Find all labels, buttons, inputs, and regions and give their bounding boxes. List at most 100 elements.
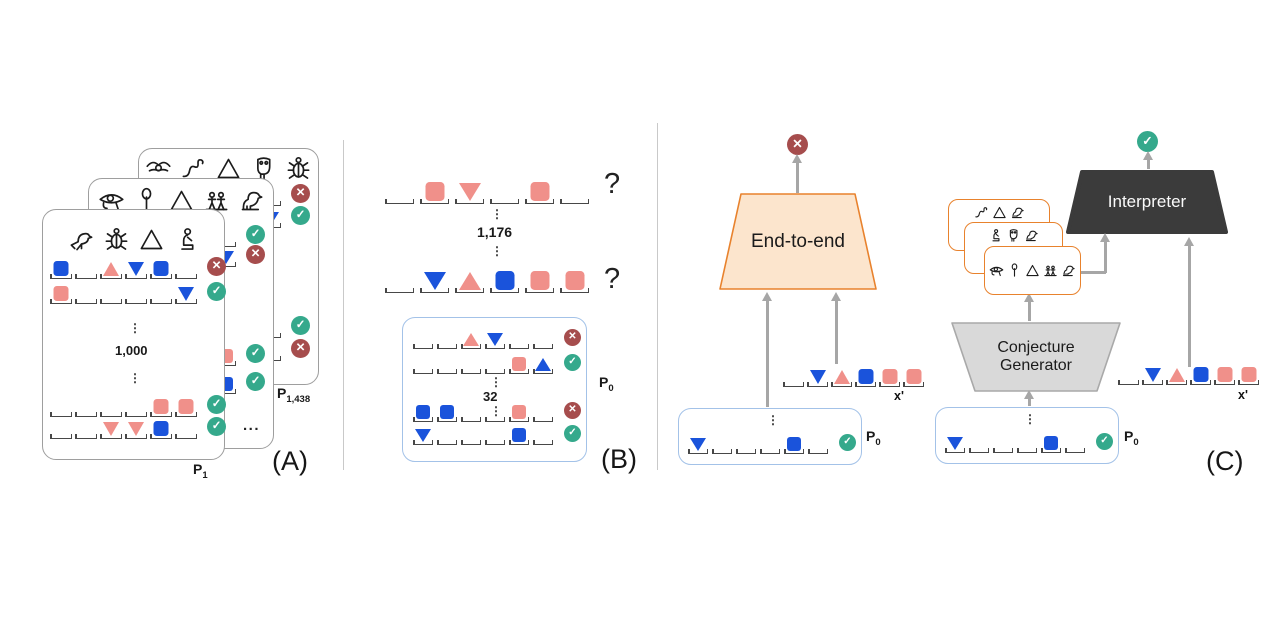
vertical-ellipsis: ⋮ [1024,412,1036,426]
slot [485,325,505,349]
slot [533,398,553,422]
p0-box-left: ⋮ ✓ [678,408,862,465]
slot [437,350,457,374]
puzzle-card-p1: ✕ ✓ ⋮ 1,000 ⋮ ✓ ✓ [42,209,226,460]
slot [1017,429,1037,453]
slot [455,175,484,204]
check-badge: ✓ [564,425,581,442]
shape-psq [530,181,549,201]
shape-bsq [858,368,873,384]
example-row: ✓ [50,279,226,304]
output-arrow [1143,151,1152,169]
shape-btd [809,369,826,384]
check-badge: ✓ [291,206,310,225]
slot [993,429,1013,453]
shape-psq [178,398,194,414]
p0-box-right: ⋮ ✓ [935,407,1119,464]
slot [50,392,72,417]
slot [75,254,97,279]
shape-btd [487,332,503,346]
slot [385,175,414,204]
hieroglyph-falcon-icon [1010,205,1025,220]
generator-input-arrow [1024,390,1033,406]
input-arrow-x [1184,237,1193,367]
slot [420,175,449,204]
shape-psq [906,368,921,384]
slot [533,325,553,349]
shape-btd [423,271,446,290]
shape-psq [153,398,169,414]
shape-bsq [440,404,454,419]
cross-badge: ✕ [787,134,808,155]
slot [150,254,172,279]
example-count-label: 32 [483,389,498,404]
slot [533,421,553,445]
query-row-1 [385,175,589,204]
slot [50,414,72,439]
slot [560,175,589,204]
shape-psq [425,181,444,201]
vertical-ellipsis: ⋮ [490,404,502,418]
slot [688,430,708,454]
vertical-ellipsis: ⋮ [491,244,503,258]
slot [1142,360,1163,385]
vertical-ellipsis: ⋮ [491,207,503,221]
example-row: ✓ [50,414,226,439]
shape-psq [512,404,526,419]
slot [807,362,828,387]
slot [413,325,433,349]
slot [150,414,172,439]
hieroglyph-bird-icon [68,226,95,253]
cross-badge: ✕ [207,257,226,276]
slot [413,350,433,374]
card-label-p1438: P1,438 [277,385,311,405]
shape-btd [178,286,194,301]
x-prime-row [783,362,924,387]
hieroglyph-eye-icon [989,263,1004,278]
slot [100,414,122,439]
hieroglyph-pyramid-icon [992,205,1007,220]
slot [413,421,433,445]
slot [175,392,197,417]
check-badge: ✓ [246,344,265,363]
slot [1118,360,1139,385]
shape-ptu [463,332,479,346]
shape-btd [1144,367,1161,382]
shape-ptu [458,271,481,290]
panel-divider-ab [343,140,345,470]
hieroglyph-falcon-icon [1061,263,1076,278]
slot [831,362,852,387]
example-row: ✓ [945,429,1113,453]
slot [736,430,756,454]
example-row: ✕ [50,254,226,279]
shape-psq [882,368,897,384]
interpreter-model: Interpreter [1066,170,1228,234]
slot [485,421,505,445]
hieroglyph-header [985,247,1080,294]
box-label-p0: P0 [866,428,881,448]
x-prime-label: x' [894,389,904,403]
shape-bsq [787,436,801,451]
slot [420,264,449,293]
slot [100,279,122,304]
shape-btu [535,357,551,371]
conjecture-card-front [984,246,1081,295]
shape-btd [128,261,144,276]
slot [50,254,72,279]
shape-ptd [103,421,119,436]
shape-psq [530,270,549,290]
shape-ptd [128,421,144,436]
slot [969,429,989,453]
slot [385,264,414,293]
slot [437,398,457,422]
shape-psq [565,270,584,290]
shape-bsq [153,260,169,276]
slot [50,279,72,304]
check-badge: ✓ [207,395,226,414]
shape-ptu [103,261,119,276]
end-to-end-model: End-to-end [718,193,878,290]
slot [509,350,529,374]
hieroglyph-group-icon [1043,263,1058,278]
x-prime-label: x' [1238,388,1248,402]
